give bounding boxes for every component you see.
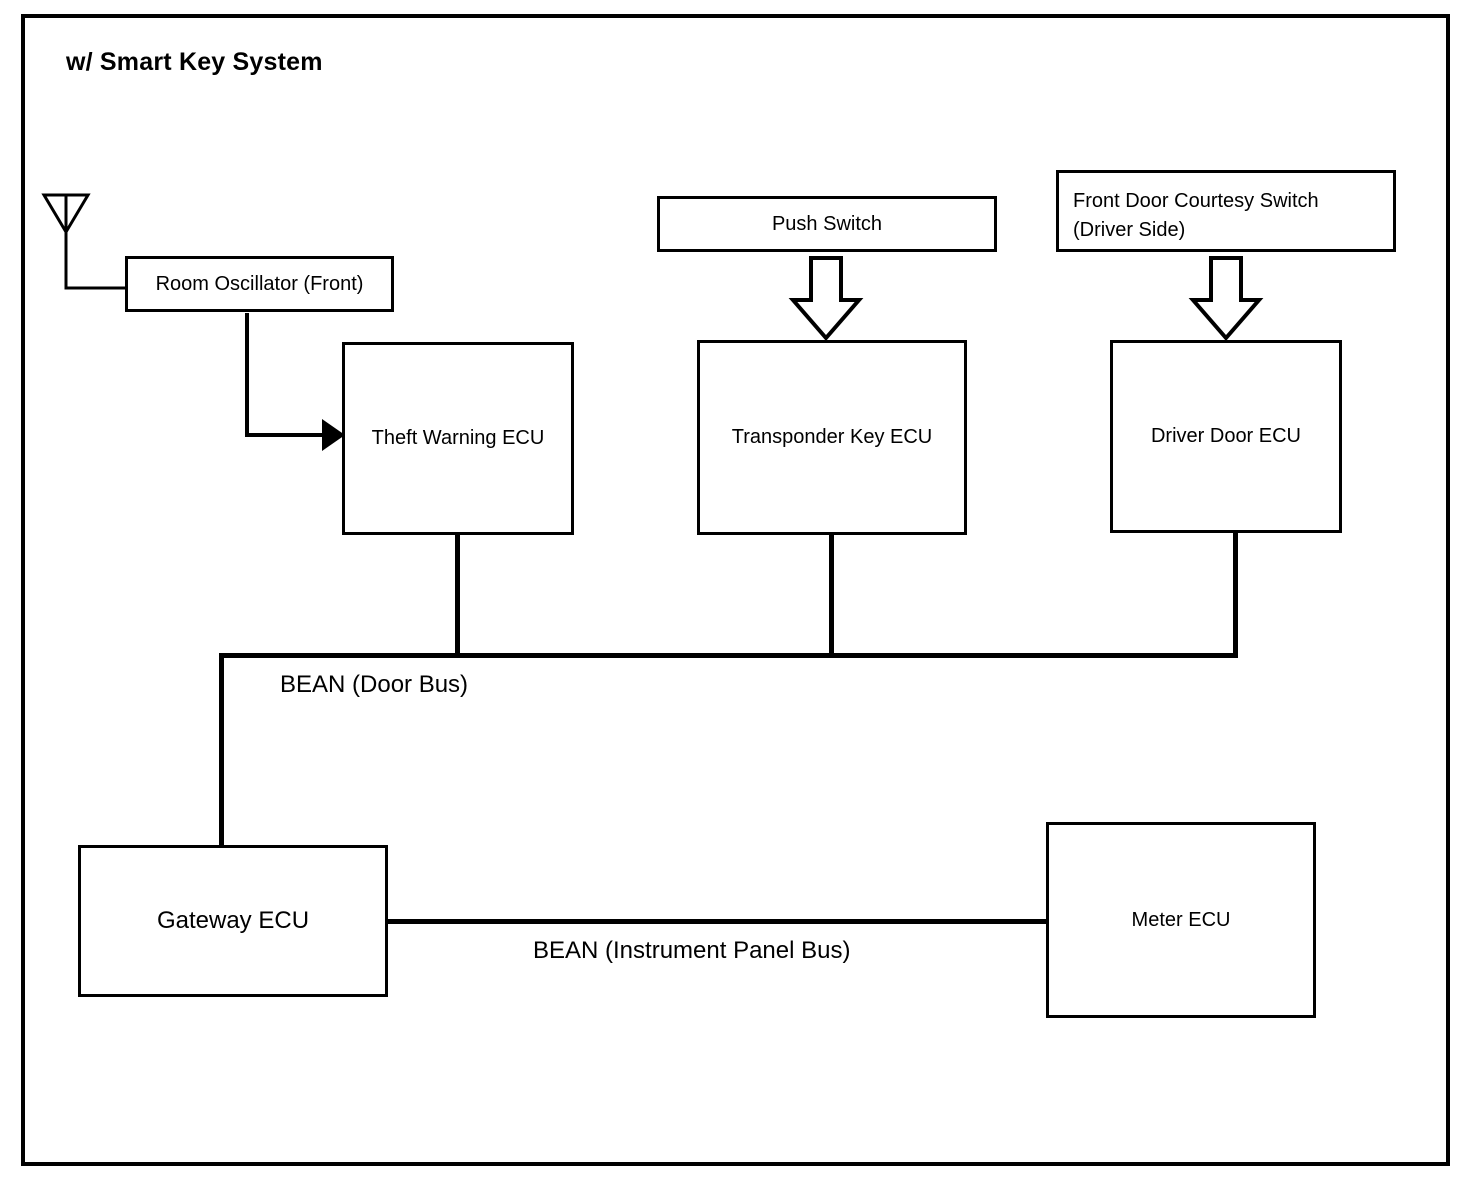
block-transponder-key-ecu[interactable]: Transponder Key ECU <box>697 340 967 535</box>
block-label: Meter ECU <box>1131 908 1231 931</box>
block-push-switch[interactable]: Push Switch <box>657 196 997 252</box>
block-label: Room Oscillator (Front) <box>155 272 364 295</box>
bus-label-door-bus: BEAN (Door Bus) <box>280 671 469 698</box>
block-label: Push Switch <box>771 212 883 235</box>
bus-drop-transponder-key <box>829 535 834 657</box>
bus-drop-driver-door <box>1233 533 1238 657</box>
bus-door-horizontal <box>219 653 1238 658</box>
block-gateway-ecu[interactable]: Gateway ECU <box>78 845 388 997</box>
block-theft-warning-ecu[interactable]: Theft Warning ECU <box>342 342 574 535</box>
block-label: Driver Door ECU <box>1150 425 1302 447</box>
block-front-door-courtesy-switch[interactable]: Front Door Courtesy Switch (Driver Side) <box>1056 170 1396 252</box>
block-driver-door-ecu[interactable]: Driver Door ECU <box>1110 340 1342 533</box>
block-meter-ecu[interactable]: Meter ECU <box>1046 822 1316 1018</box>
block-label-line1: Front Door Courtesy Switch <box>1073 190 1319 212</box>
page-title: w/ Smart Key System <box>66 48 323 76</box>
bus-drop-theft-warning <box>455 535 460 657</box>
block-label-line2: (Driver Side) <box>1073 219 1186 241</box>
block-label: Gateway ECU <box>156 907 310 934</box>
bus-door-vertical-to-gateway <box>219 653 224 846</box>
bus-instrument-panel-horizontal <box>388 919 1048 924</box>
diagram-frame <box>21 14 1450 1166</box>
block-label: Theft Warning ECU <box>371 427 545 449</box>
bus-label-instrument-panel-bus: BEAN (Instrument Panel Bus) <box>533 937 851 964</box>
block-label: Transponder Key ECU <box>731 426 933 448</box>
block-room-oscillator[interactable]: Room Oscillator (Front) <box>125 256 394 312</box>
